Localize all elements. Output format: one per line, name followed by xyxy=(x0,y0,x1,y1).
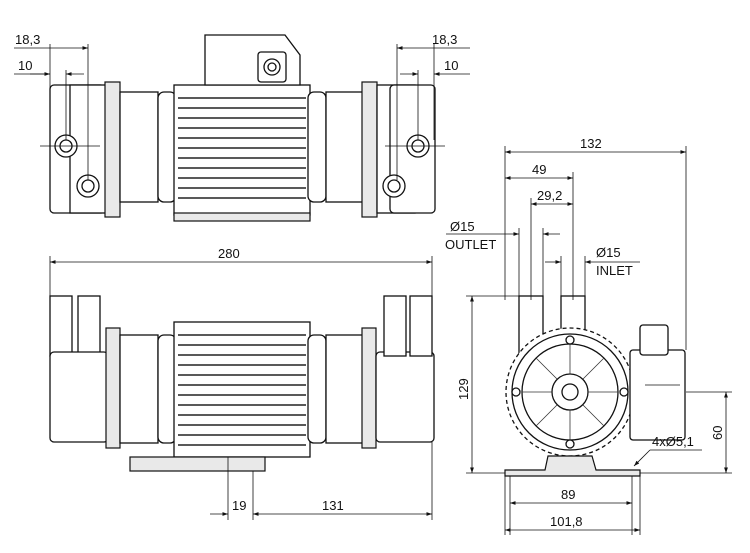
dim-height-box: 60 xyxy=(640,391,732,474)
dim-foot-offset-value: 19 xyxy=(232,498,246,513)
dim-foot-position: 19 131 xyxy=(210,442,433,520)
dim-height-box-value: 60 xyxy=(710,426,725,440)
dim-overall-length: 280 xyxy=(49,246,433,298)
dim-foot-width-value: 101,8 xyxy=(550,514,583,529)
side-impeller-lines xyxy=(522,344,618,440)
outlet-diameter: Ø15 xyxy=(450,219,475,234)
inlet-diameter: Ø15 xyxy=(596,245,621,260)
dim-side-horizontal: 132 49 29,2 xyxy=(504,136,687,350)
front-motor-fins xyxy=(178,334,306,446)
side-view xyxy=(504,295,686,477)
dim-top-right-outer: 18,3 xyxy=(432,32,457,47)
mounting-holes-label: 4xØ5,1 xyxy=(652,434,694,449)
dim-top-right-inner: 10 xyxy=(444,58,458,73)
dim-hole-spacing-value: 89 xyxy=(561,487,575,502)
dim-top-right: 18,3 10 xyxy=(396,32,470,180)
dim-top-left-outer: 18,3 xyxy=(15,32,40,47)
dim-height-total-value: 129 xyxy=(456,378,471,400)
dim-inlet-offset-value: 29,2 xyxy=(537,188,562,203)
dim-port-diameters: Ø15 OUTLET Ø15 INLET xyxy=(445,219,640,300)
dim-foot-spacing: 89 101,8 xyxy=(504,476,641,535)
top-view xyxy=(40,34,445,222)
dim-outlet-offset-value: 49 xyxy=(532,162,546,177)
dim-height-total: 129 xyxy=(456,295,519,474)
dim-width-total-value: 132 xyxy=(580,136,602,151)
inlet-label: INLET xyxy=(596,263,633,278)
dim-top-left-inner: 10 xyxy=(18,58,32,73)
dim-top-left: 18,3 10 xyxy=(14,32,89,180)
front-view xyxy=(49,295,435,472)
dim-mounting-holes: 4xØ5,1 xyxy=(633,434,702,467)
top-motor-fins xyxy=(178,97,306,199)
dim-overall-length-value: 280 xyxy=(218,246,240,261)
outlet-label: OUTLET xyxy=(445,237,496,252)
dim-foot-to-end-value: 131 xyxy=(322,498,344,513)
